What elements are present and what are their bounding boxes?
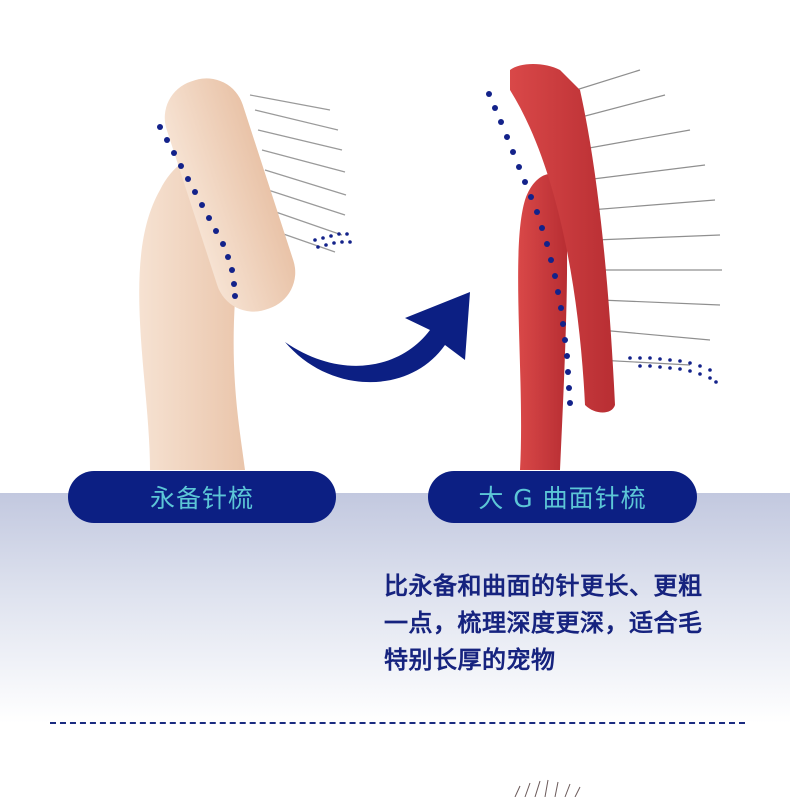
curved-slicker-brush-image [486, 64, 722, 470]
gradient-background [0, 493, 790, 723]
curved-slicker-label: 大 G 曲面针梳 [428, 471, 697, 523]
description-line: 特别长厚的宠物 [384, 646, 556, 674]
wooden-slicker-brush-image [139, 78, 352, 470]
curved-slicker-label-text: 大 G 曲面针梳 [478, 484, 647, 513]
dashed-divider [50, 722, 745, 724]
bristles-image-partial [514, 779, 581, 797]
description-line: 比永备和曲面的针更长、更粗 [384, 572, 703, 600]
brush-comparison-illustration [139, 64, 722, 470]
description-line: 一点，梳理深度更深，适合毛 [384, 609, 703, 637]
comparison-description: 比永备和曲面的针更长、更粗 一点，梳理深度更深，适合毛 特别长厚的宠物 [384, 568, 784, 679]
arrow-icon [285, 292, 470, 383]
standard-slicker-label-text: 永备针梳 [149, 484, 254, 513]
standard-slicker-label: 永备针梳 [68, 471, 336, 523]
